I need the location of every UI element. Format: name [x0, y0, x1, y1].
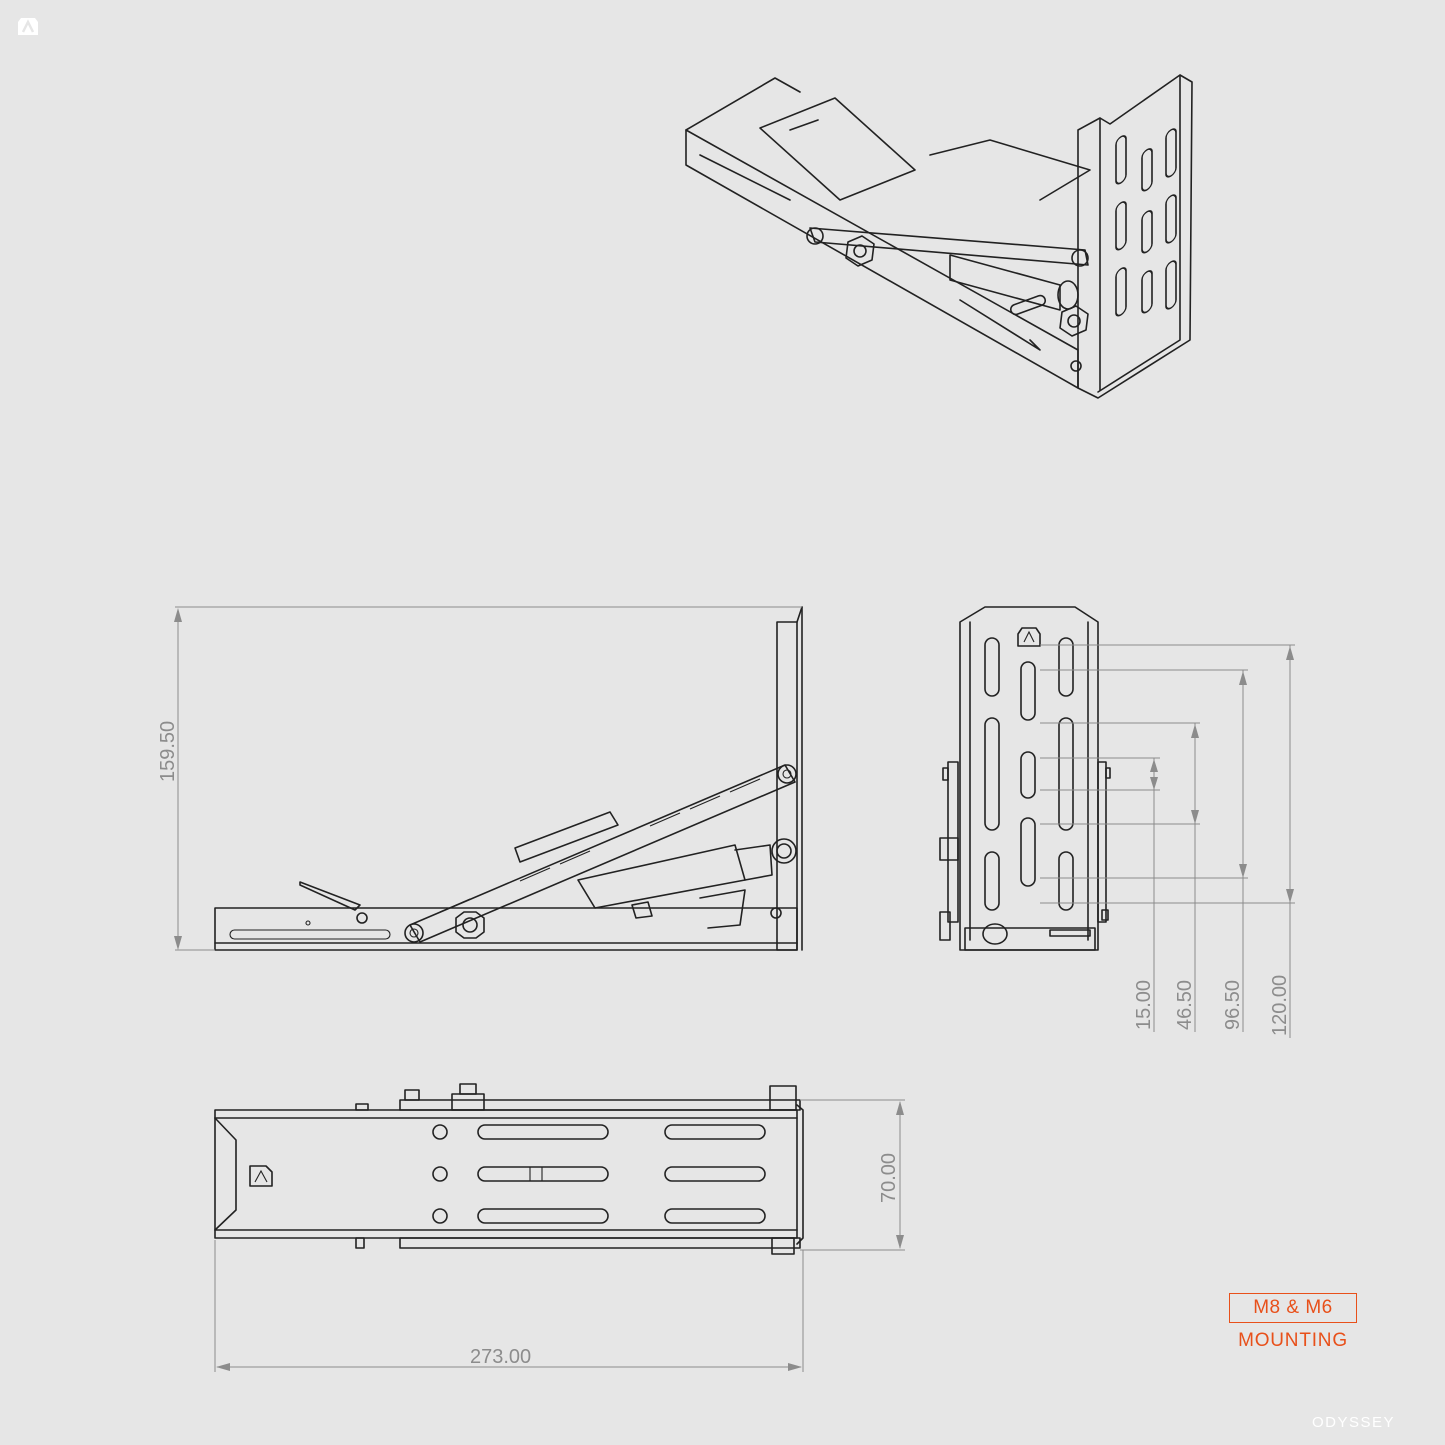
mounting-label: MOUNTING [1238, 1330, 1348, 1351]
slot-dimension-3-label: 96.50 [1222, 980, 1244, 1030]
odyssey-logo-icon [18, 18, 38, 35]
side-view [174, 606, 803, 951]
height-dimension-label: 159.50 [157, 721, 179, 782]
brand-wordmark: ODYSSEY [1312, 1414, 1396, 1431]
mounting-badge: M8 & M6 [1229, 1293, 1357, 1323]
front-view [939, 606, 1295, 1038]
slot-dimension-2-label: 46.50 [1174, 980, 1196, 1030]
slot-dimension-1-label: 15.00 [1133, 980, 1155, 1030]
top-view [214, 1083, 905, 1372]
slot-dimension-4-label: 120.00 [1269, 975, 1291, 1036]
width-dimension-label: 70.00 [878, 1153, 900, 1203]
length-dimension-label: 273.00 [470, 1346, 531, 1368]
isometric-view [685, 74, 1193, 399]
